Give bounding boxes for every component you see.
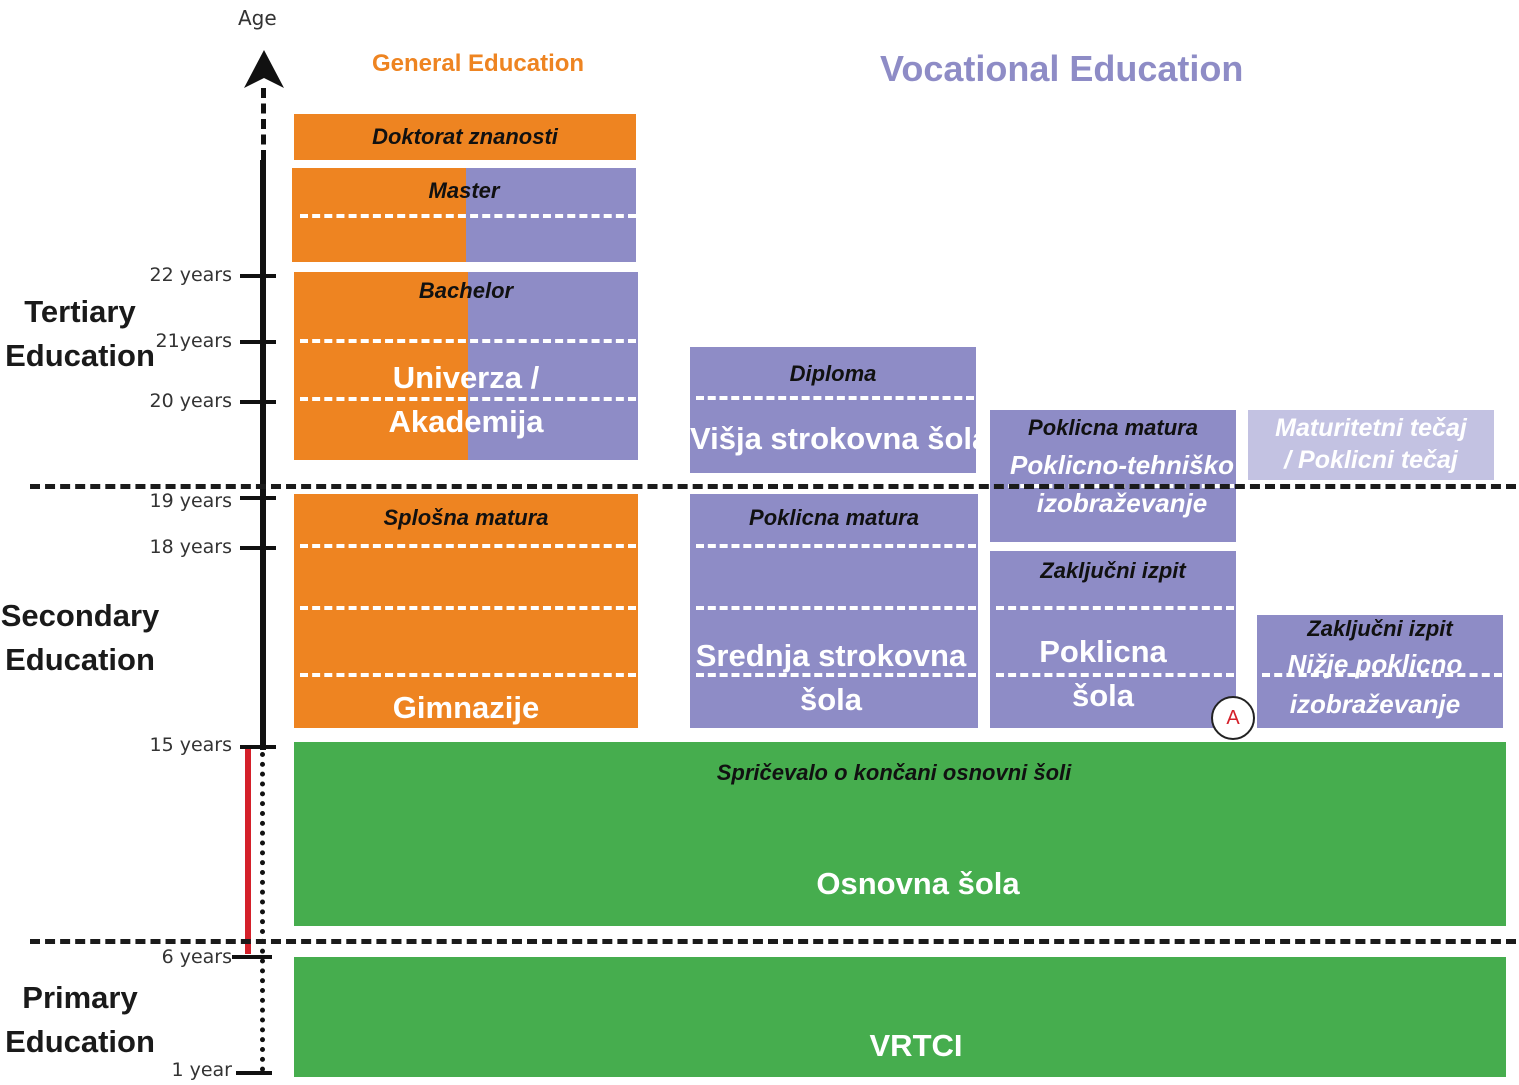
marker-a-icon: A [1211, 696, 1255, 740]
label-osnovna: Osnovna šola [816, 866, 1020, 901]
label-univerza: Univerza / Akademija [388, 360, 544, 439]
label-pti: Poklicno-tehniško izobraževanje [1010, 450, 1234, 518]
label-splosna-matura: Splošna matura [383, 505, 549, 530]
header-general-education: General Education [372, 50, 585, 77]
label-poklicna-sola: Poklicna šola [1039, 634, 1167, 713]
label-master: Master [428, 178, 500, 203]
separator-secondary-primary [30, 939, 1516, 944]
label-bachelor: Bachelor [418, 278, 514, 303]
label-visja: Višja strokovna šola [690, 421, 990, 456]
tick-label: 15 years [149, 734, 232, 756]
tick-label: 19 years [149, 490, 232, 512]
label-diploma: Diploma [789, 361, 877, 386]
header-vocational-education: Vocational Education [880, 48, 1244, 89]
separator-tertiary-secondary [30, 484, 1516, 489]
tick-label: 21years [155, 330, 232, 352]
compulsory-education-bar [245, 748, 251, 954]
label-poklicna-matura: Poklicna matura [749, 505, 919, 530]
label-maturitetni: Maturitetni tečaj / Poklicni tečaj [1275, 414, 1467, 474]
label-zakljucni-izpit: Zaključni izpit [1040, 558, 1186, 583]
label-nizje: Nižje poklicno izobraževanje [1287, 649, 1463, 719]
label-spricevalo: Spričevalo o končani osnovni šoli [716, 760, 1072, 785]
label-poklicna-matura-pti: Poklicna matura [1028, 415, 1198, 440]
axis-line [260, 160, 266, 750]
tick-label: 20 years [149, 390, 232, 412]
label-vrtci: VRTCI [869, 1028, 963, 1063]
tick-label: 1 year [171, 1059, 232, 1081]
label-doktorat: Doktorat znanosti [372, 124, 558, 149]
label-srednja: Srednja strokovna šola [695, 638, 967, 717]
tick-label: 6 years [161, 946, 232, 968]
axis-label: Age [238, 6, 277, 30]
level-tertiary: Tertiary Education [5, 294, 155, 373]
label-zakljucni-izpit-2: Zaključni izpit [1307, 616, 1453, 641]
block-doktorat [294, 114, 636, 160]
level-secondary: Secondary Education [0, 598, 160, 677]
axis-arrow-icon [244, 50, 284, 88]
level-primary: Primary Education [5, 980, 155, 1059]
tick-label: 22 years [149, 264, 232, 286]
tick-label: 18 years [149, 536, 232, 558]
label-gimnazije: Gimnazije [392, 690, 540, 725]
